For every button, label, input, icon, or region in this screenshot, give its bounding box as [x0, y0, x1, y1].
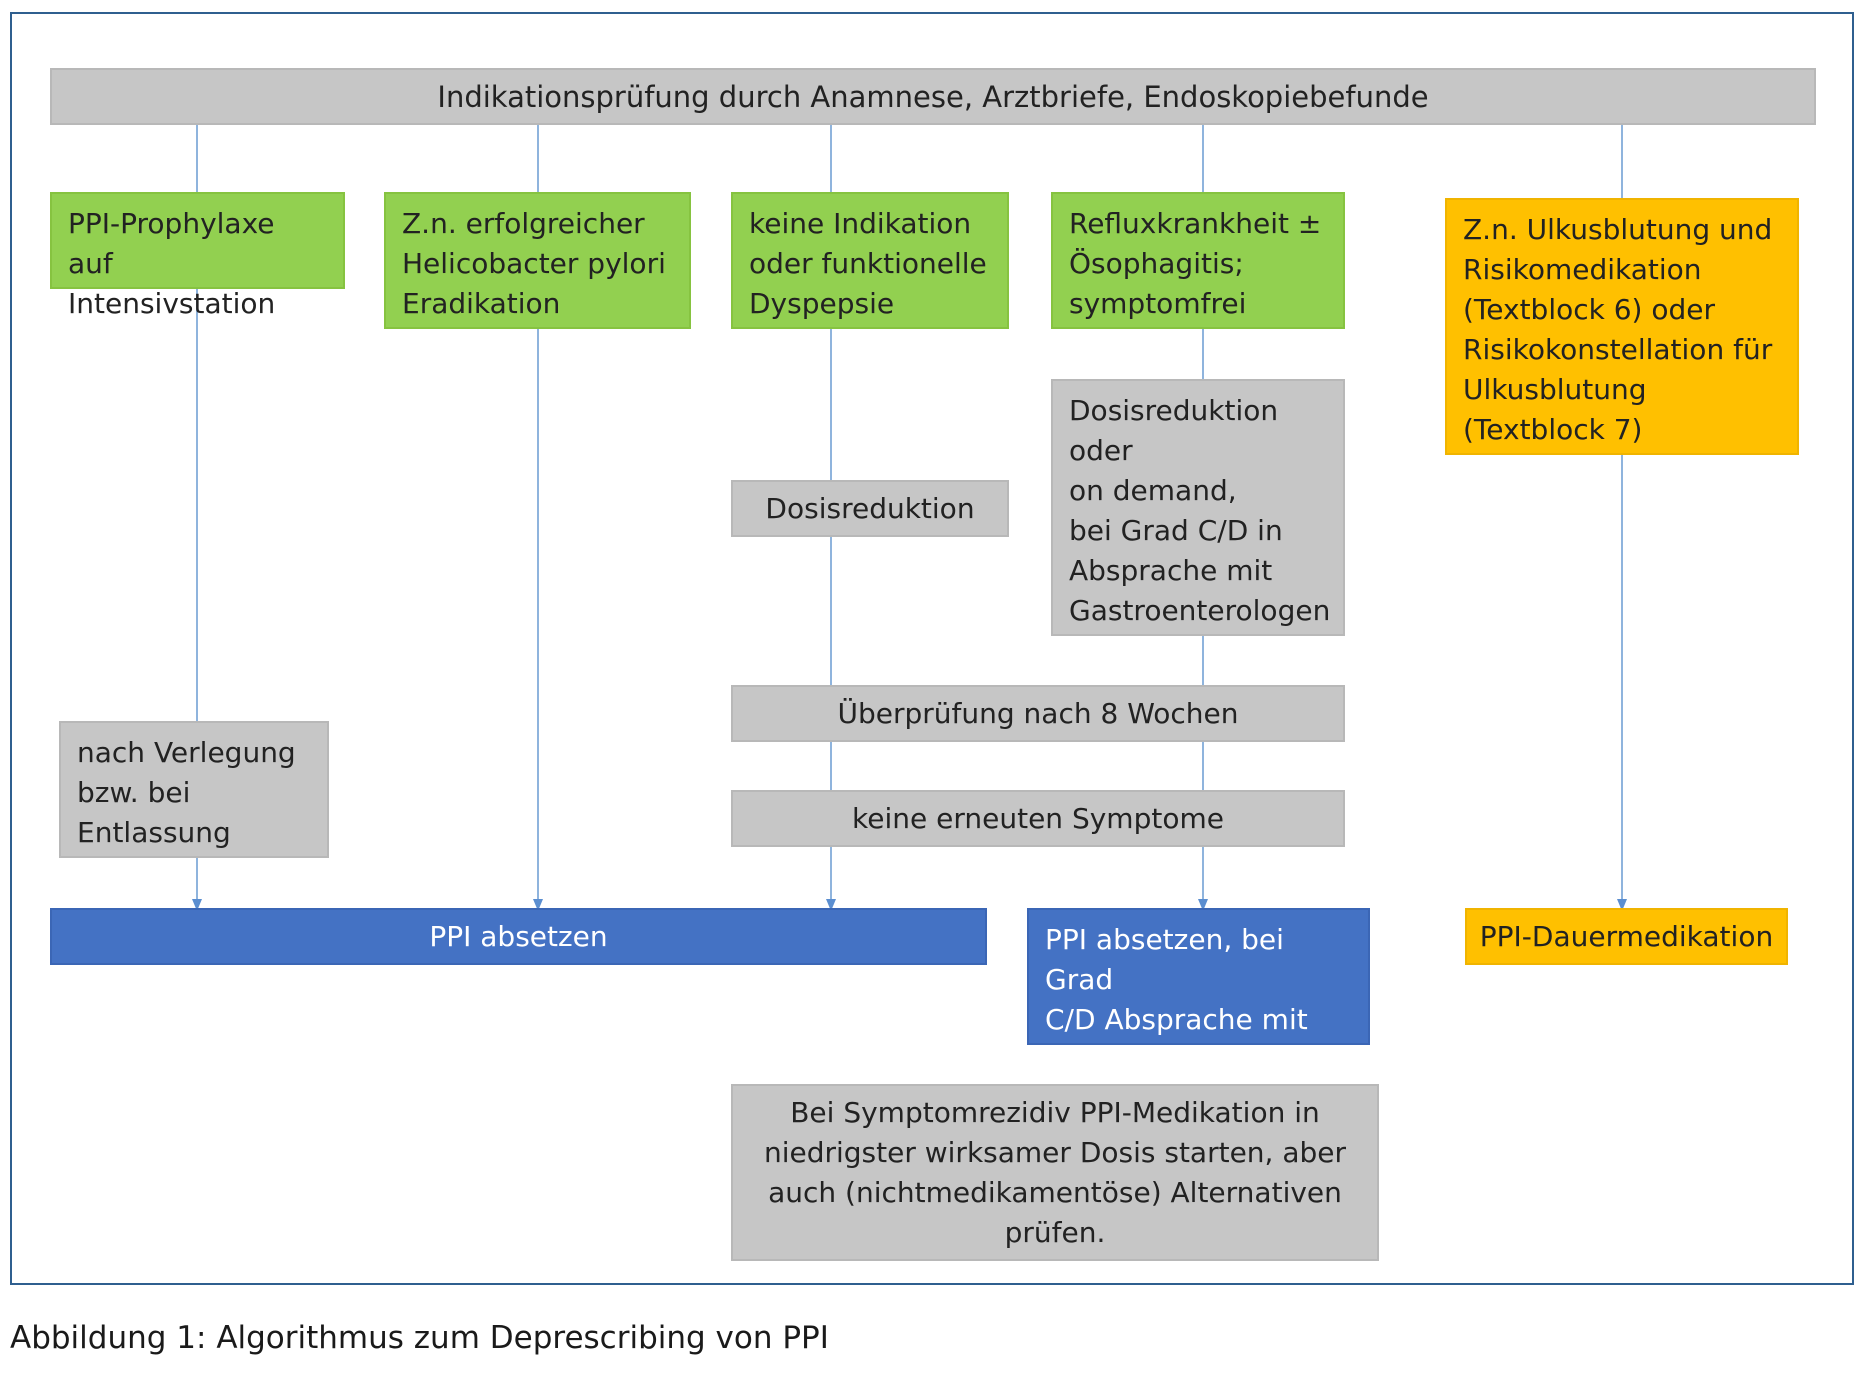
dose-reduction-box: Dosisreduktion	[731, 480, 1009, 537]
after-transfer-box: nach Verlegung bzw. bei Entlassung	[59, 721, 329, 858]
no-indication-box: keine Indikation oder funktionelle Dyspe…	[731, 192, 1009, 329]
reflux-disease-box: Refluxkrankheit ± Ösophagitis; symptomfr…	[1051, 192, 1345, 329]
diagram-frame	[10, 12, 1854, 1285]
no-new-symptoms-box: keine erneuten Symptome	[731, 790, 1345, 847]
stop-ppi-box: PPI absetzen	[50, 908, 987, 965]
stop-ppi-grade-box: PPI absetzen, bei Grad C/D Absprache mit…	[1027, 908, 1370, 1076]
ulcer-bleeding-box: Z.n. Ulkusblutung und Risikomedikation (…	[1445, 198, 1799, 455]
indication-check-box: Indikationsprüfung durch Anamnese, Arztb…	[50, 68, 1816, 125]
icu-prophylaxis-box: PPI-Prophylaxe auf Intensivstation	[50, 192, 345, 320]
helicobacter-eradication-box: Z.n. erfolgreicher Helicobacter pylori E…	[384, 192, 691, 329]
figure-caption: Abbildung 1: Algorithmus zum Deprescribi…	[10, 1320, 829, 1356]
long-term-ppi-box: PPI-Dauermedikation	[1465, 908, 1788, 965]
symptom-recurrence-box: Bei Symptomrezidiv PPI-Medikation in nie…	[731, 1084, 1379, 1261]
review-8-weeks-box: Überprüfung nach 8 Wochen	[731, 685, 1345, 742]
dose-reduction-options-box: Dosisreduktion oder on demand, bei Grad …	[1051, 379, 1345, 636]
